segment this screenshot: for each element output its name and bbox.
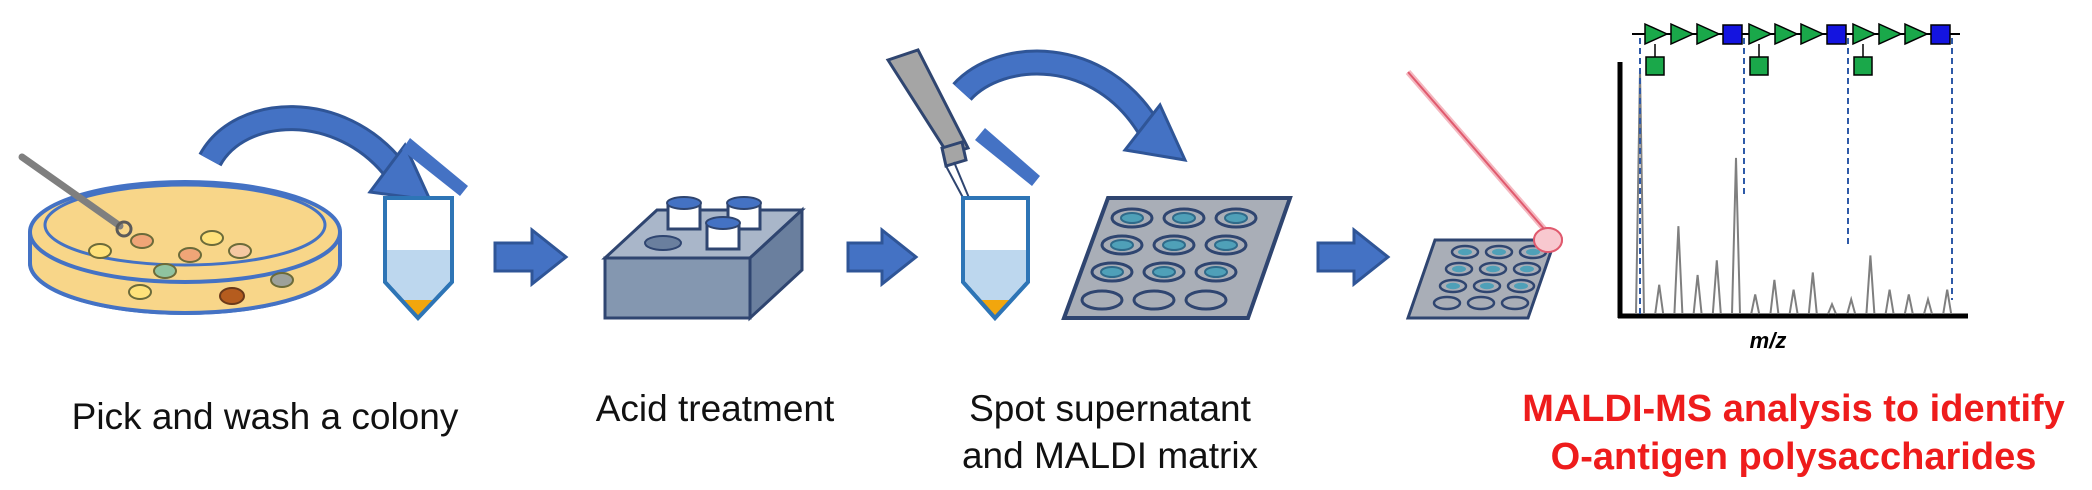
plate-spot (1484, 244, 1514, 260)
plate-spot (1100, 234, 1144, 256)
plate-spots (1080, 207, 1258, 311)
plate-spot (1214, 207, 1258, 229)
spectrum-peak (1654, 284, 1665, 315)
inoculation-loop (18, 153, 133, 238)
laser-spot (1533, 227, 1563, 253)
bacterial-colonies (88, 230, 294, 305)
x-axis-label: m/z (1750, 328, 1787, 353)
spectrum-peak (1769, 279, 1780, 315)
step3-label-line2: and MALDI matrix (961, 435, 1259, 476)
step4-label-line1: MALDI-MS analysis to identify (1522, 388, 2065, 430)
spectrum-peak (1711, 260, 1722, 315)
plate-spot (1478, 261, 1508, 277)
plate-spot (1432, 295, 1462, 311)
spectrum-peak (1827, 301, 1837, 315)
glycan-branch-square (1645, 56, 1665, 76)
glycan-square (1826, 24, 1847, 45)
microtube-1 (383, 138, 468, 321)
spectrum-peak (1923, 295, 1933, 315)
plate-spot (1518, 244, 1548, 260)
glycan-triangle (1670, 22, 1695, 46)
plate-spot (1090, 261, 1134, 283)
spectrum-peak (1788, 289, 1799, 315)
plate-spot (1194, 261, 1238, 283)
spectrum-peak (1673, 226, 1684, 315)
plate-spot (1466, 295, 1496, 311)
spectrum-peak (1692, 274, 1703, 315)
glycan-branch-square (1749, 56, 1769, 76)
plate-spot (1142, 261, 1186, 283)
plate-spot (1162, 207, 1206, 229)
curved-arrow-2 (952, 49, 1188, 162)
spectrum-peak (1731, 157, 1741, 315)
spectrum-peak (1865, 255, 1876, 315)
curved-arrow-1 (198, 105, 433, 202)
glycan-square (1930, 24, 1951, 45)
plate-spot (1184, 289, 1228, 311)
plate-spot (1110, 207, 1154, 229)
microtube-2 (961, 128, 1040, 321)
glycan-triangle (1644, 22, 1669, 46)
plate-spot (1450, 244, 1480, 260)
plate-spot (1438, 278, 1468, 294)
flow-arrow-3 (1316, 226, 1391, 288)
glycan-branch-square (1853, 56, 1873, 76)
mass-spectrum: m/z (1617, 22, 1968, 353)
glycan-triangle (1904, 22, 1929, 46)
plate-spot (1512, 261, 1542, 277)
step3-label-line1: Spot supernatant (969, 388, 1251, 429)
plate-spot (1444, 261, 1474, 277)
flow-arrow-1 (493, 226, 569, 288)
block-tube (705, 216, 741, 251)
spectrum-peak (1750, 294, 1761, 315)
glycan-triangle (1852, 22, 1877, 46)
glycan-square (1722, 24, 1743, 45)
plate-spot (1204, 234, 1248, 256)
block-tube (666, 196, 702, 231)
spectrum-peak (1807, 272, 1818, 315)
spectrum-peak (1903, 294, 1914, 315)
petri-dish (28, 180, 342, 315)
plate-spot (1152, 234, 1196, 256)
plate-spot (1132, 289, 1176, 311)
glycan-triangle (1800, 22, 1825, 46)
step4-label-line2: O-antigen polysaccharides (1550, 436, 2037, 478)
plate-spot (1500, 295, 1530, 311)
glycan-triangle (1748, 22, 1773, 46)
glycan-triangle (1878, 22, 1903, 46)
step2-label: Acid treatment (595, 388, 835, 429)
spectrum-peak (1846, 295, 1857, 315)
glycan-triangle (1696, 22, 1721, 46)
heating-block (601, 196, 806, 322)
laser-beam (1405, 70, 1563, 253)
flow-arrow-2 (846, 226, 919, 288)
step1-label: Pick and wash a colony (71, 396, 459, 437)
glycan-triangle (1774, 22, 1799, 46)
spectrum-peak (1942, 289, 1953, 315)
plate-spots-small (1432, 244, 1548, 311)
plate-spot (1080, 289, 1124, 311)
spectrum-peak (1884, 289, 1895, 315)
plate-spot (1472, 278, 1502, 294)
plate-spot (1506, 278, 1536, 294)
